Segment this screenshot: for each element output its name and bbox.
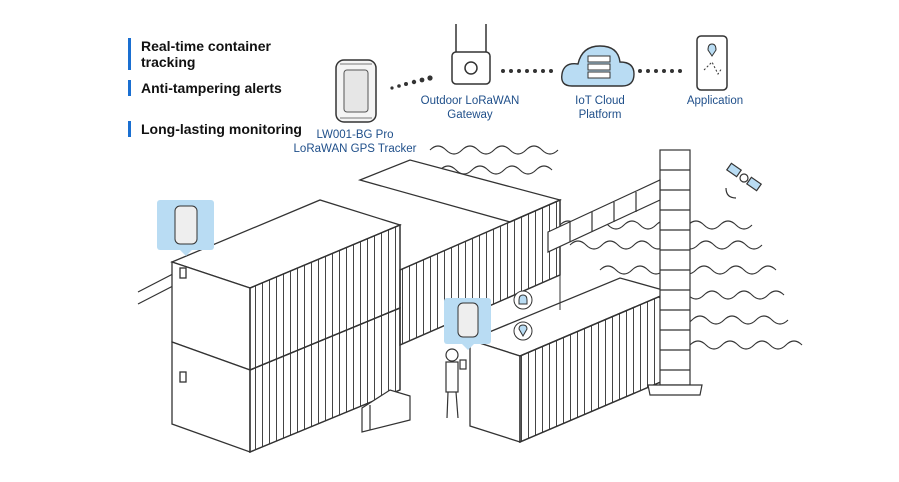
gateway-label: Outdoor LoRaWAN Gateway [420,95,520,121]
cloud-icon [561,45,635,87]
crane-tower [547,149,703,396]
cloud-label: IoT Cloud Platform [575,95,625,121]
tracker-callout-middle [444,298,491,350]
cart [361,389,411,433]
location-pin-icon [513,321,533,341]
satellite-icon [725,162,763,199]
signal-dots-2 [501,69,553,73]
feature-long-lasting: Long-lasting monitoring [128,121,311,137]
feature-real-time-tracking: Real-time container tracking [128,38,311,70]
tracker-callout-left [157,200,214,256]
gateway-icon [451,24,491,85]
tracker-label: LW001-BG Pro LoRaWAN GPS Tracker [293,129,417,155]
person-icon [445,348,467,419]
application-phone-icon [696,35,728,91]
tracker-device-icon [335,59,377,123]
application-label: Application [686,95,744,107]
container-middle [468,277,672,443]
alert-icon [513,290,533,310]
container-bottom-left [171,307,401,453]
signal-dots-1 [390,75,433,90]
feature-anti-tampering: Anti-tampering alerts [128,80,311,96]
signal-dots-3 [638,69,682,73]
